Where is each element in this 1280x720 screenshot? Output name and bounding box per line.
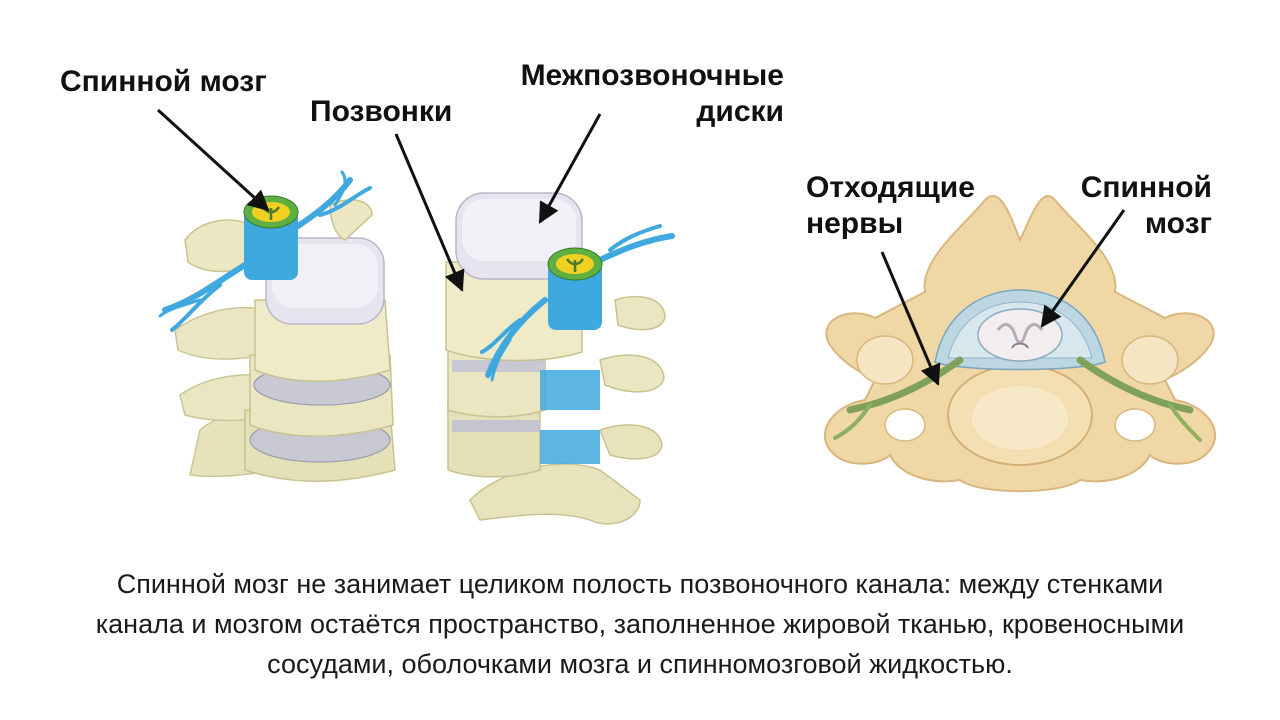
label-nerves-line: Отходящие (806, 170, 975, 206)
arrow-vertebrae (396, 134, 462, 290)
arrow-spinal-cord-left (158, 110, 268, 210)
label-discs-line: Межпозвоночные (496, 58, 784, 94)
caption-text: Спинной мозг не занимает целиком полость… (20, 564, 1260, 684)
label-discs-line: диски (496, 94, 784, 130)
caption-line: сосудами, оболочками мозга и спинномозго… (20, 644, 1260, 684)
label-spinal-cord-right: Спинной мозг (1068, 170, 1212, 242)
caption-line: Спинной мозг не занимает целиком полость… (20, 564, 1260, 604)
spine-column-middle (446, 193, 672, 524)
label-intervertebral-discs: Межпозвоночные диски (496, 58, 784, 130)
label-spinal-cord-left: Спинной мозг (60, 64, 267, 100)
label-spinal-cord-right-line: мозг (1068, 206, 1212, 242)
label-spinal-cord-right-line: Спинной (1068, 170, 1212, 206)
label-vertebrae: Позвонки (310, 94, 452, 130)
spine-column-left (160, 172, 395, 481)
label-nerves-line: нервы (806, 206, 975, 242)
caption-line: канала и мозгом остаётся пространство, з… (20, 604, 1260, 644)
label-outgoing-nerves: Отходящие нервы (806, 170, 975, 242)
